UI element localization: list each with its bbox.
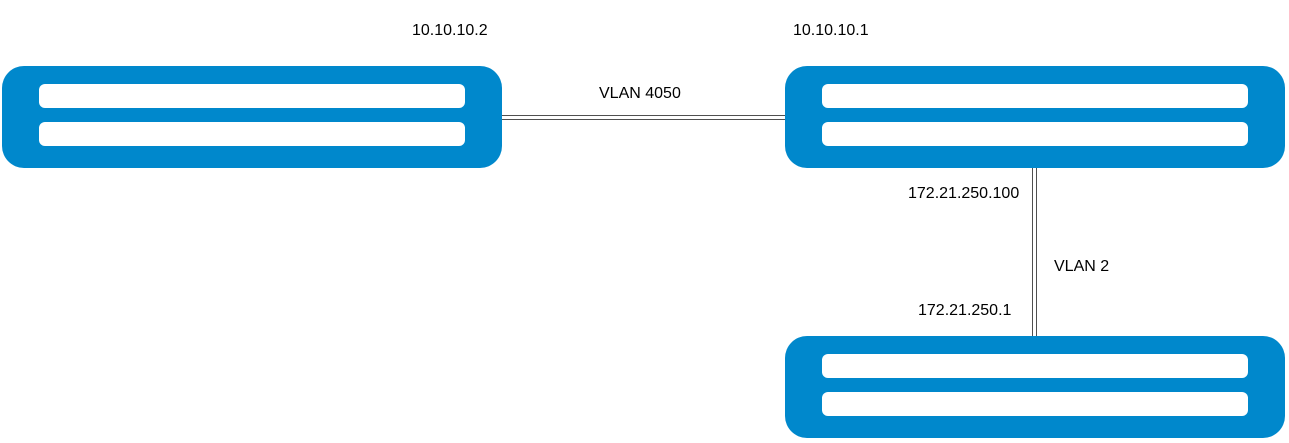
switch-bottom-port-row-top xyxy=(822,354,1248,378)
switch-left-port-row-top xyxy=(39,84,465,108)
vlan-2-upper-ip-label: 172.21.250.100 xyxy=(908,185,1020,202)
switch-bottom xyxy=(785,336,1285,438)
switch-right-port-row-bottom xyxy=(822,122,1248,146)
switch-right xyxy=(785,66,1285,168)
vlan-4050-label: VLAN 4050 xyxy=(599,85,681,102)
switch-bottom-port-row-bottom xyxy=(822,392,1248,416)
switch-left-port-row-bottom xyxy=(39,122,465,146)
left-switch-ip-label: 10.10.10.2 xyxy=(412,22,488,39)
link-vlan-4050 xyxy=(502,115,785,120)
switch-left xyxy=(2,66,502,168)
link-vlan-2 xyxy=(1032,168,1037,336)
vlan-2-label: VLAN 2 xyxy=(1054,258,1110,275)
vlan-2-lower-ip-label: 172.21.250.1 xyxy=(918,302,1012,319)
right-switch-ip-label: 10.10.10.1 xyxy=(793,22,869,39)
switch-right-port-row-top xyxy=(822,84,1248,108)
